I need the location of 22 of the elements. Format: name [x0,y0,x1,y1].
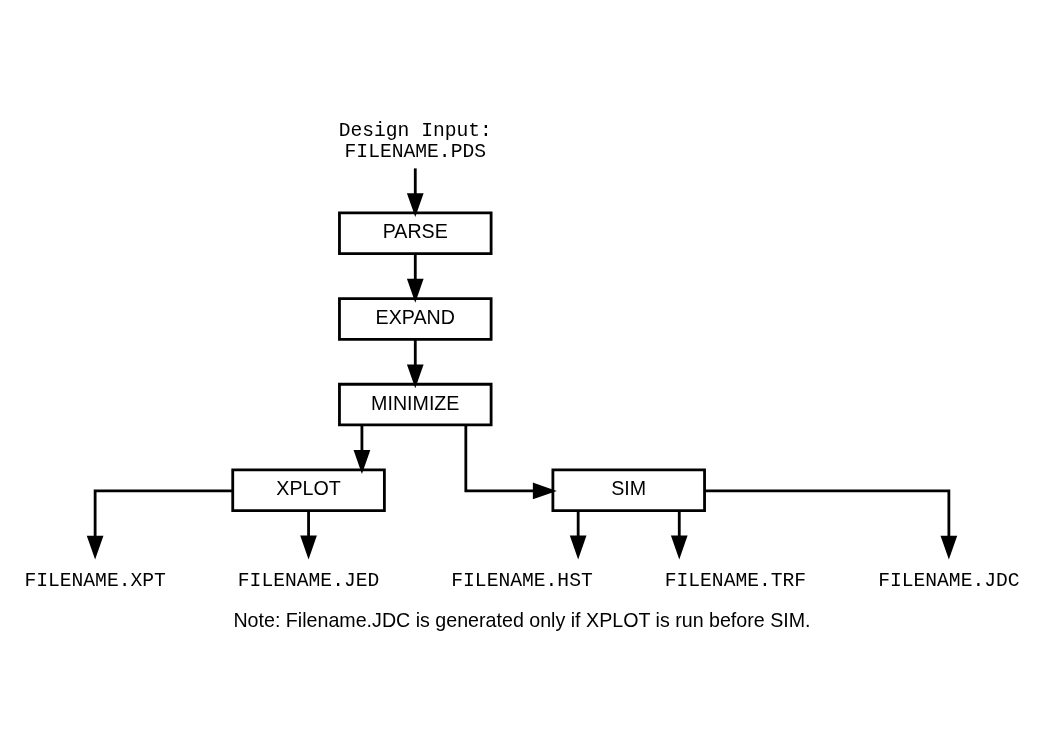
node-text: FILENAME.TRF [664,569,807,592]
arrow [569,510,587,559]
node-box: MINIMIZE [338,382,493,426]
arrow [353,424,371,474]
node-box: SIM [551,467,706,512]
arrow [86,489,233,560]
node-box: XPLOT [231,467,386,512]
arrow [406,339,424,388]
node-text: FILENAME.XPT [24,569,166,592]
node-box: PARSE [338,211,493,255]
node-text: FILENAME.JED [237,569,380,592]
node-box: EXPAND [338,296,493,341]
arrow [406,253,424,303]
node-text: Design Input: FILENAME.PDS [338,119,492,163]
arrow [464,424,557,499]
arrow [300,510,317,559]
caption: Note: Filename.JDC is generated only if XPLOT is run before SIM. [233,608,811,631]
arrow [670,510,688,559]
node-text: FILENAME.HST [451,569,593,592]
arrow [406,167,424,217]
node-text: FILENAME.JDC [878,569,1020,592]
arrow [704,489,958,560]
